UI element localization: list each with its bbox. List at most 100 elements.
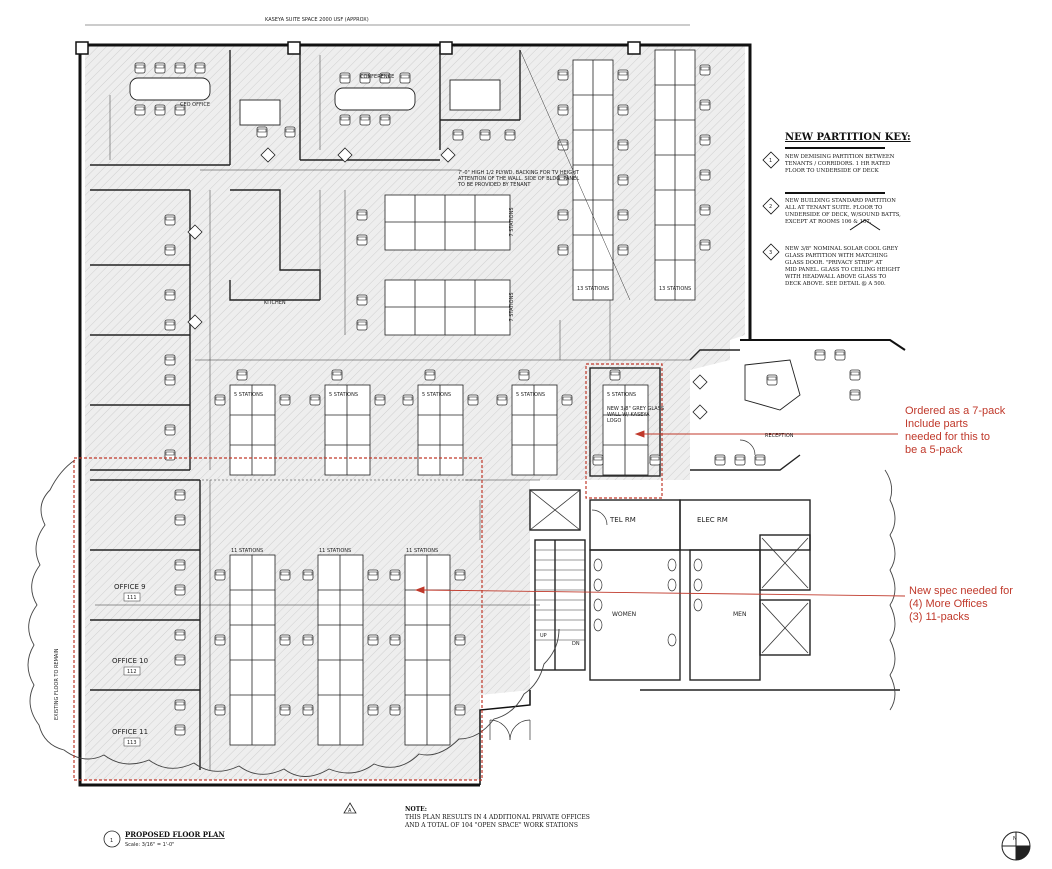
key-item-2-line4: EXCEPT AT ROOMS 106 & 107. [785, 219, 872, 225]
key-item-2-line1: NEW BUILDING STANDARD PARTITION [785, 198, 896, 204]
label-ceo-office: CEO OFFICE [180, 102, 210, 108]
interior-partitions [90, 50, 900, 770]
plan-scale: Scale: 3/16" = 1'-0" [125, 842, 174, 848]
glass-note-1: NEW 3/8" GREY GLASS [607, 406, 664, 412]
key-item-1: 1 NEW DEMISING PARTITION BETWEEN TENANTS… [762, 151, 895, 174]
label-tel-rm: TEL RM [609, 516, 636, 524]
label-5c: 5 STATIONS [422, 392, 451, 398]
markup-box-glass [585, 363, 663, 499]
key-item-3-line5: WITH HEADWALL ABOVE GLASS TO [785, 274, 887, 280]
key-item-3-line4: MID PANEL. GLASS TO CEILING HEIGHT [785, 267, 900, 273]
key-item-3-line2: GLASS PARTITION WITH MATCHING [785, 253, 888, 259]
stairs [535, 549, 585, 641]
key-item-1-marker: 1 [769, 158, 772, 164]
key-item-2-marker: 2 [769, 204, 772, 210]
key-item-3-line3: GLASS DOOR. "PRIVACY STRIP" AT [785, 260, 883, 266]
plan-title-block: 1 PROPOSED FLOOR PLAN Scale: 3/16" = 1'-… [103, 830, 225, 848]
label-7a: 7 STATIONS [509, 207, 515, 236]
label-dn: DN [572, 641, 580, 647]
note-line1: THIS PLAN RESULTS IN 4 ADDITIONAL PRIVAT… [405, 814, 590, 821]
label-elec-rm: ELEC RM [697, 516, 728, 524]
benches-5 [229, 384, 649, 476]
markup-annotation-1: Ordered as a 7-pack Include parts needed… [905, 405, 1006, 456]
revision-marker-text: A [348, 808, 352, 814]
key-item-1-line1: NEW DEMISING PARTITION BETWEEN [785, 154, 895, 160]
partition-key: NEW PARTITION KEY: 1 NEW DEMISING PARTIT… [762, 132, 911, 287]
label-office-9-num: 111 [127, 595, 137, 601]
key-item-1-line3: FLOOR TO UNDERSIDE OF DECK [785, 168, 880, 174]
top-dimension-note: KASEYA SUITE SPACE 2000 USF (APPROX) [265, 17, 369, 23]
markup-annotation-2: New spec needed for (4) More Offices (3)… [909, 585, 1013, 623]
annotation-2-line1: New spec needed for [909, 585, 1013, 597]
conference-tables [129, 77, 501, 126]
key-item-1-line2: TENANTS / CORRIDORS. 1 HR RATED [785, 161, 890, 167]
side-note-text: EXISTING FLOOR TO REMAIN [54, 648, 60, 720]
plan-title: PROPOSED FLOOR PLAN [125, 830, 225, 839]
markup-boxes [73, 363, 663, 781]
revision-marker: A [343, 802, 357, 814]
exterior-walls [75, 41, 906, 787]
top-dimension: KASEYA SUITE SPACE 2000 USF (APPROX) [85, 17, 690, 26]
key-item-3-line6: DECK ABOVE. SEE DETAIL @ A 500. [785, 280, 886, 287]
bench-7b [384, 279, 511, 336]
key-item-3: 3 NEW 3/8" NOMINAL SOLAR COOL GREY GLASS… [762, 243, 900, 287]
bench-7a [384, 194, 511, 251]
wall-note-2: ATTENTION OF THE WALL. SIDE OF BLDG. PAN… [458, 176, 579, 182]
annotation-1-line3: needed for this to [905, 431, 990, 443]
elevator-symbols [529, 489, 809, 654]
label-7b: 7 STATIONS [509, 292, 515, 321]
label-office-11-num: 113 [127, 740, 137, 746]
label-reception: RECEPTION [765, 433, 794, 439]
bench-13b [654, 49, 696, 301]
label-conference: CONFERENCE [360, 74, 394, 80]
label-11b: 11 STATIONS [319, 548, 351, 554]
wall-note-3: TO BE PROVIDED BY TENANT [457, 182, 531, 188]
north-label: N [1013, 836, 1017, 842]
key-item-3-marker: 3 [769, 250, 772, 256]
room-labels: TEL RM ELEC RM WOMEN MEN OFFICE 9 111 OF… [112, 74, 794, 747]
annotation-1-line1: Ordered as a 7-pack [905, 405, 1006, 417]
label-11c: 11 STATIONS [406, 548, 438, 554]
wall-note-1: 7'-0" HIGH 1/2 PLYWD. BACKING FOR TV HEI… [458, 170, 580, 176]
key-item-2-line3: UNDERSIDE OF DECK, W/SOUND BATTS, [785, 212, 901, 218]
label-5e: 5 STATIONS [607, 392, 636, 398]
partition-key-title: NEW PARTITION KEY: [785, 132, 911, 143]
dimension-lines [90, 49, 690, 770]
label-11a: 11 STATIONS [231, 548, 263, 554]
markup-leaders [414, 430, 906, 597]
key-item-2: 2 NEW BUILDING STANDARD PARTITION ALL AT… [762, 197, 901, 231]
restroom-fixtures [593, 558, 703, 680]
label-13a: 13 STATIONS [577, 286, 609, 292]
label-13b: 13 STATIONS [659, 286, 691, 292]
side-note: EXISTING FLOOR TO REMAIN [54, 648, 60, 720]
label-5d: 5 STATIONS [516, 392, 545, 398]
glass-note-2: WALL W/ KASEYA [607, 412, 650, 418]
annotation-2-line2: (4) More Offices [909, 598, 988, 610]
station-labels: 13 STATIONS 13 STATIONS 7 STATIONS 7 STA… [231, 207, 691, 554]
annotation-1-line2: Include parts [905, 418, 968, 430]
reception-desk [744, 359, 801, 411]
label-up: UP [540, 633, 547, 639]
label-office-11: OFFICE 11 [112, 728, 148, 736]
partition-markers [187, 147, 708, 420]
benches-11 [229, 554, 451, 746]
note-line2: AND A TOTAL OF 104 "OPEN SPACE" WORK STA… [404, 822, 578, 829]
label-women: WOMEN [612, 611, 636, 618]
label-office-10: OFFICE 10 [112, 657, 148, 665]
label-5a: 5 STATIONS [234, 392, 263, 398]
detail-number: 1 [110, 838, 113, 844]
label-5b: 5 STATIONS [329, 392, 358, 398]
revision-cloud [27, 459, 896, 777]
label-men: MEN [733, 611, 746, 618]
label-office-9: OFFICE 9 [114, 583, 146, 591]
north-arrow-icon: N [1001, 831, 1031, 861]
annotation-1-line4: be a 5-pack [905, 444, 963, 456]
key-item-2-line2: ALL AT TENANT SUITE. FLOOR TO [784, 205, 883, 211]
key-item-3-line1: NEW 3/8" NOMINAL SOLAR COOL GREY [785, 246, 898, 252]
bench-13a [572, 59, 614, 301]
note-heading: NOTE: [405, 806, 427, 813]
glass-note-3: LOGO [607, 418, 621, 424]
annotation-2-line3: (3) 11-packs [909, 611, 970, 623]
plan-note: NOTE: THIS PLAN RESULTS IN 4 ADDITIONAL … [404, 806, 590, 829]
